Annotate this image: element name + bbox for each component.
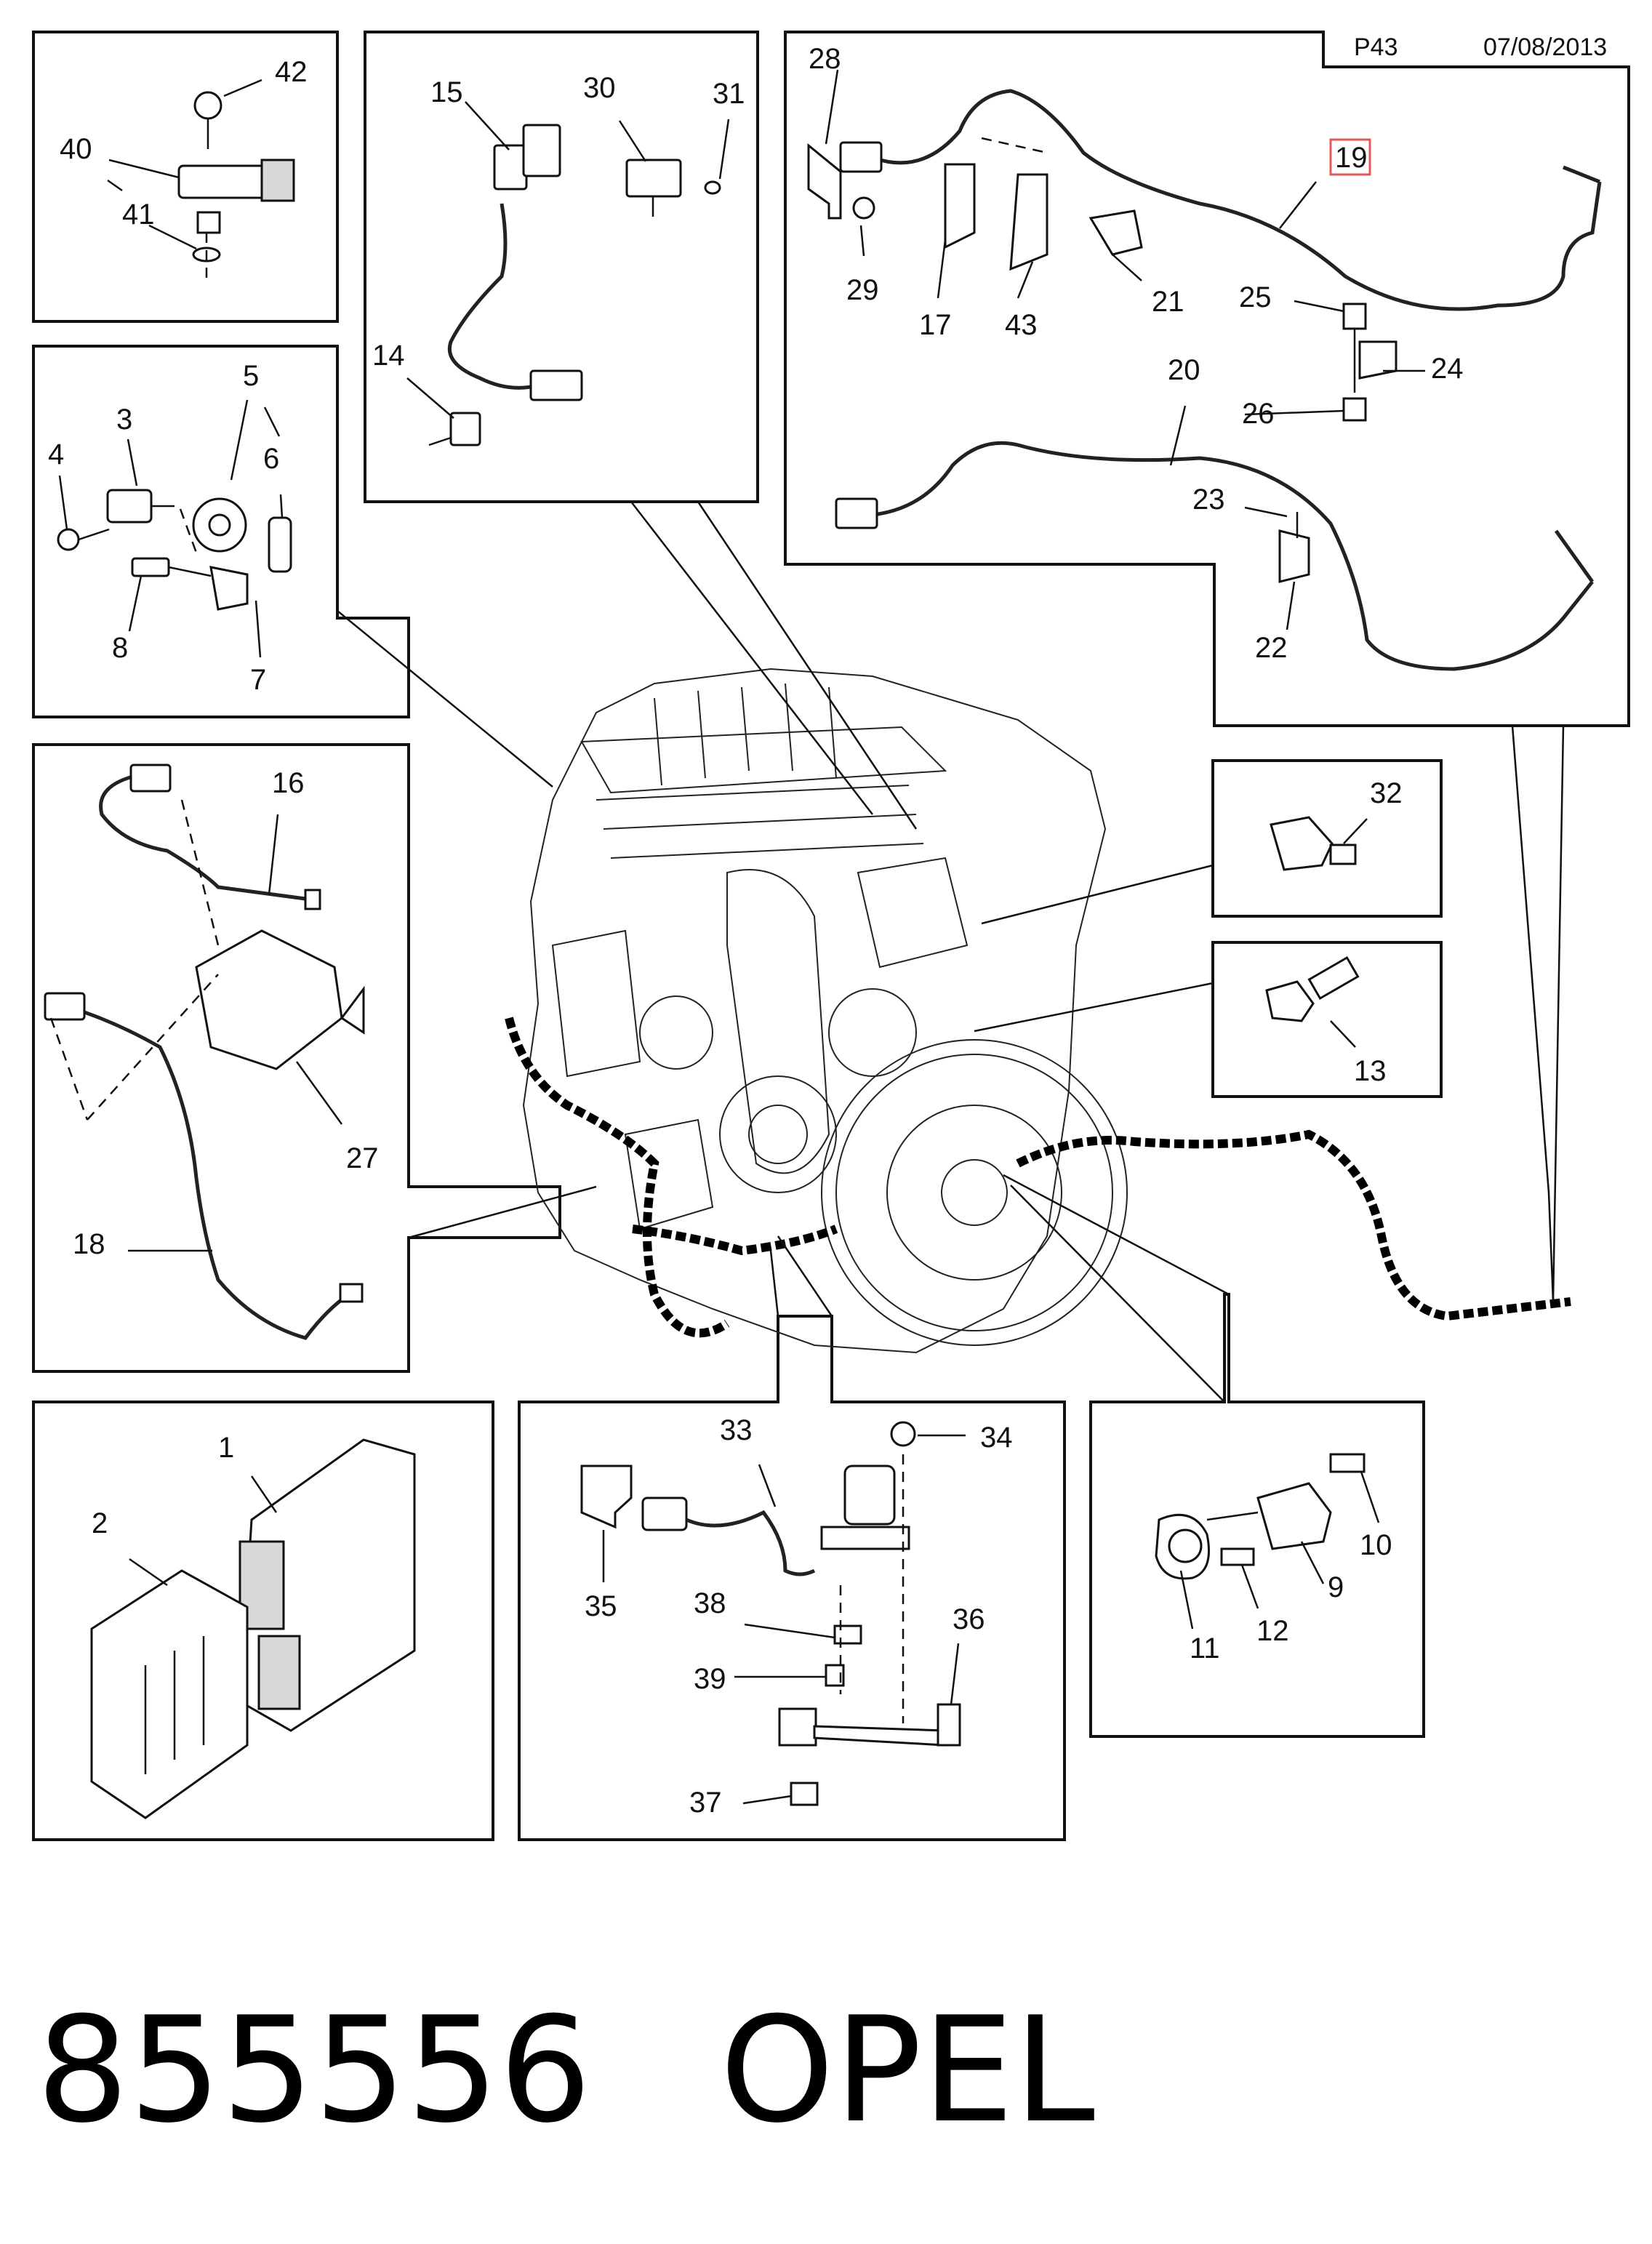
callout-20: 20 xyxy=(1168,354,1200,386)
callout-28: 28 xyxy=(809,43,841,75)
callout-25: 25 xyxy=(1239,281,1272,313)
callout-3: 3 xyxy=(116,404,132,436)
callout-37: 37 xyxy=(689,1787,722,1819)
panel-oxygen-sensors xyxy=(32,743,561,1373)
engine-harness-right xyxy=(1016,1129,1571,1321)
callout-40: 40 xyxy=(60,133,92,165)
callout-8: 8 xyxy=(112,632,128,664)
callout-26: 26 xyxy=(1242,398,1275,430)
panel-crankshaft-sensor xyxy=(1089,1293,1425,1738)
solenoid-group xyxy=(580,1421,966,1806)
coolant-temp-sensor-group xyxy=(1265,955,1360,1048)
callout-22: 22 xyxy=(1255,632,1288,664)
callout-42: 42 xyxy=(275,56,308,88)
callout-29: 29 xyxy=(846,274,879,306)
oil-pressure-switch-group xyxy=(1270,816,1368,871)
page-date: 07/08/2013 xyxy=(1483,33,1607,61)
callout-21: 21 xyxy=(1152,286,1184,318)
callout-5: 5 xyxy=(243,360,259,392)
callout-36: 36 xyxy=(953,1603,985,1635)
callout-10: 10 xyxy=(1360,1529,1392,1561)
callout-43: 43 xyxy=(1005,309,1038,341)
callout-1: 1 xyxy=(218,1432,234,1464)
callout-32: 32 xyxy=(1370,777,1403,809)
callout-14: 14 xyxy=(372,340,405,372)
callout-38: 38 xyxy=(694,1587,726,1619)
callout-27: 27 xyxy=(346,1142,379,1174)
panel-coolant-temp-sensor xyxy=(1211,941,1443,1098)
callout-16: 16 xyxy=(272,767,305,799)
callout-6: 6 xyxy=(263,443,279,475)
panel-solenoid xyxy=(518,1315,1066,1841)
callout-35: 35 xyxy=(585,1590,617,1622)
oxygen-sensor-group xyxy=(44,764,365,1340)
callout-33: 33 xyxy=(720,1414,753,1446)
panel-leaders xyxy=(337,501,1565,1403)
ecu-group xyxy=(90,1438,416,1819)
callout-34: 34 xyxy=(980,1422,1013,1454)
callout-39: 39 xyxy=(694,1663,726,1695)
callout-19: 19 xyxy=(1335,142,1368,174)
panel-pressure-sensors xyxy=(364,31,759,503)
panel-oil-pressure-switch xyxy=(1211,759,1443,918)
engine-assembly xyxy=(522,668,1128,1354)
callout-13: 13 xyxy=(1354,1055,1387,1087)
panel-camshaft-sensor xyxy=(32,345,410,718)
callout-12: 12 xyxy=(1256,1615,1289,1647)
callout-18: 18 xyxy=(73,1228,105,1260)
callout-7: 7 xyxy=(250,664,266,696)
engine-harness-lower xyxy=(632,1225,838,1256)
callout-2: 2 xyxy=(92,1507,108,1539)
panel-ecu xyxy=(32,1401,494,1841)
exhaust-sensor-group xyxy=(807,69,1602,671)
callout-24: 24 xyxy=(1431,353,1464,385)
callout-17: 17 xyxy=(919,309,952,341)
camshaft-sensor-group xyxy=(57,399,292,658)
highlight-box-19 xyxy=(1329,138,1371,176)
callout-9: 9 xyxy=(1328,1571,1344,1603)
callout-31: 31 xyxy=(713,78,745,110)
page-code: P43 xyxy=(1354,33,1398,61)
callout-4: 4 xyxy=(48,438,64,470)
callout-15: 15 xyxy=(430,76,463,108)
callout-11: 11 xyxy=(1190,1632,1220,1664)
panel-map-sensor xyxy=(32,31,339,323)
callout-30: 30 xyxy=(583,72,616,104)
brand-name: OPEL xyxy=(720,1986,1095,2155)
callout-41: 41 xyxy=(122,199,155,231)
pressure-sensor-group xyxy=(406,101,730,446)
callout-23: 23 xyxy=(1192,484,1225,516)
part-number: 855556 xyxy=(36,1986,591,2155)
map-sensor-group xyxy=(107,79,295,284)
crankshaft-sensor-group xyxy=(1155,1453,1380,1630)
panel-exhaust-temp-sensors xyxy=(784,31,1630,727)
engine-harness-left xyxy=(505,1017,730,1338)
